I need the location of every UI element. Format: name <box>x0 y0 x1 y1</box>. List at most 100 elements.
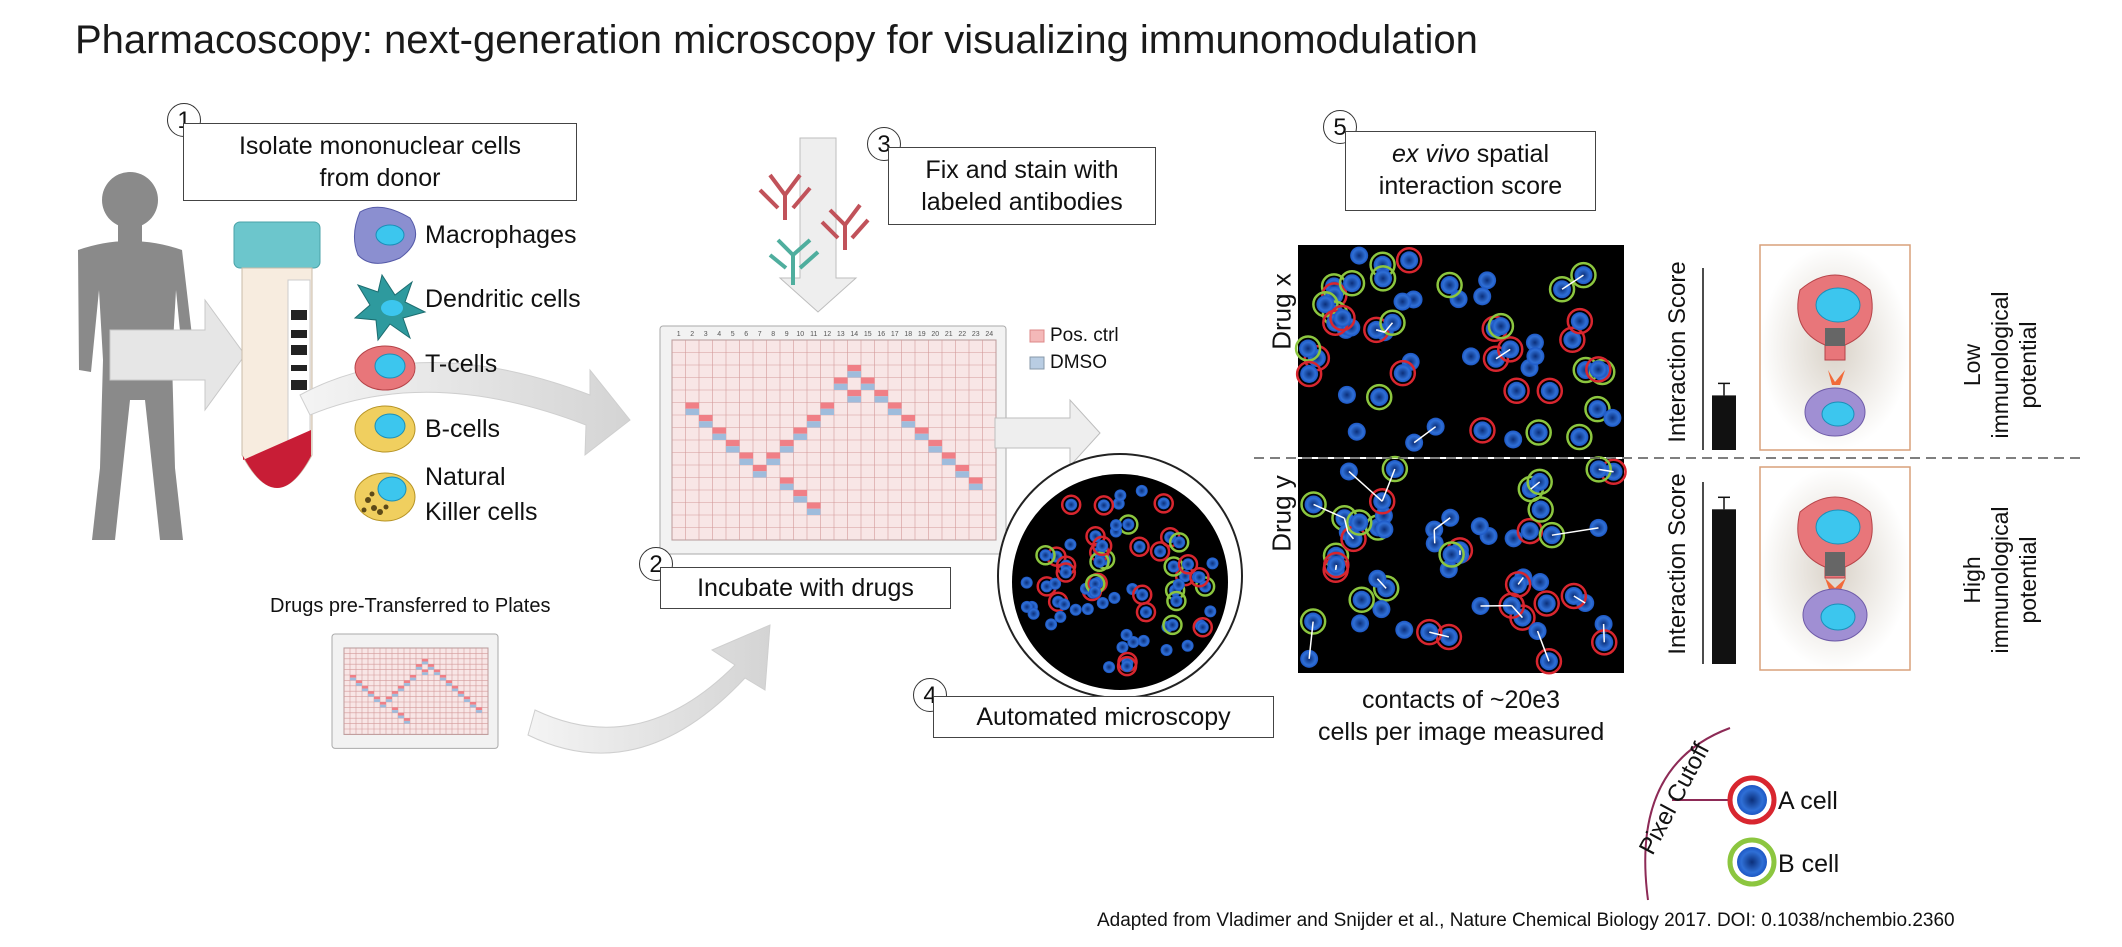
plate-column-number: 11 <box>810 331 817 338</box>
interaction-score-label-y: Interaction Score <box>1664 473 1691 655</box>
dmso-well <box>422 661 428 665</box>
pos-ctrl-well <box>362 685 368 689</box>
cell-nucleus <box>1097 499 1110 512</box>
pos-ctrl-well <box>847 390 861 397</box>
dmso-well <box>847 396 861 403</box>
cell-nucleus <box>1206 557 1219 570</box>
pos-ctrl-well <box>392 707 398 711</box>
b-cell-ring <box>1035 544 1056 566</box>
dmso-well <box>928 446 942 453</box>
interaction-bar-x <box>1712 395 1736 450</box>
pos-ctrl-well <box>685 402 699 409</box>
b-cell-ring <box>1338 269 1366 297</box>
cell-nucleus <box>1103 661 1116 674</box>
cell-nucleus <box>1135 484 1148 497</box>
cell-nucleus <box>1166 618 1179 631</box>
cell-nucleus <box>1137 634 1150 647</box>
low-potential-label: Low immunological potential <box>1958 260 2042 470</box>
cell-nucleus <box>1160 643 1173 656</box>
cell-nucleus <box>1372 600 1391 619</box>
a-cell-ring <box>1093 495 1115 516</box>
cell-nucleus <box>1196 621 1209 634</box>
cell-nucleus <box>1108 591 1121 604</box>
t-cell-icon <box>354 345 416 391</box>
step-1-box: Isolate mononuclear cells from donor <box>183 123 577 201</box>
contact-link <box>1308 621 1314 659</box>
pos-ctrl-well <box>404 680 410 684</box>
plate-column-number: 19 <box>918 331 926 338</box>
pos-ctrl-well <box>753 465 767 472</box>
pos-ctrl-well <box>380 702 386 705</box>
dmso-well <box>739 458 753 465</box>
plate-column-number: 4 <box>717 331 721 338</box>
cell-nucleus <box>1525 333 1544 352</box>
cell-nucleus <box>1449 290 1468 309</box>
cell-nucleus <box>1537 594 1556 613</box>
b-cell-ring <box>1584 395 1611 423</box>
dmso-well <box>820 408 834 415</box>
pos-ctrl-well <box>374 696 380 700</box>
b-cell-ring <box>1300 491 1327 518</box>
drugs-plate-label: Drugs pre-Transferred to Plates <box>270 595 551 617</box>
a-cell-label: A cell <box>1778 787 1838 815</box>
dmso-well <box>362 688 368 692</box>
plate-column-number: 22 <box>958 331 966 338</box>
cell-nucleus <box>1064 538 1077 551</box>
cell-nucleus <box>1093 555 1106 568</box>
cell-nucleus <box>1442 545 1461 564</box>
dmso-well <box>807 508 821 515</box>
plate-column-number: 14 <box>850 331 858 338</box>
contact-link <box>1413 426 1437 444</box>
cell-nucleus <box>1136 588 1149 601</box>
dmso-well <box>440 677 446 681</box>
cell-nucleus <box>1088 585 1101 598</box>
contact-link <box>1530 481 1541 490</box>
pos-ctrl-well <box>422 669 428 673</box>
contacts-line1: contacts of ~20e3 <box>1362 686 1561 714</box>
cell-nucleus <box>1375 520 1394 539</box>
contact-link <box>1602 623 1606 643</box>
dmso-well <box>464 699 470 702</box>
cell-nucleus <box>1352 590 1371 609</box>
contact-link <box>1429 631 1450 638</box>
b-cell-ring <box>1436 271 1463 299</box>
dmso-well <box>446 683 452 686</box>
b-cell-ring <box>1525 419 1552 446</box>
pos-ctrl-well <box>398 685 404 689</box>
contacts-line2: cells per image measured <box>1318 718 1605 746</box>
b-cell-ring <box>1527 496 1554 523</box>
a-cell-ring <box>1416 618 1443 646</box>
cell-nucleus <box>1440 276 1459 295</box>
pos-ctrl-well <box>476 707 482 711</box>
cell-label-nk-line2: Killer cells <box>425 498 538 526</box>
b-cell-ring <box>1089 551 1110 573</box>
dmso-well <box>726 446 740 453</box>
cell-nucleus <box>1069 603 1082 616</box>
contact-link <box>1384 322 1394 333</box>
cell-nucleus <box>1039 549 1052 562</box>
pos-ctrl-well <box>793 490 807 497</box>
drug-transfer-plate <box>331 633 499 749</box>
step-1-label-line2: from donor <box>319 164 441 192</box>
cell-nucleus <box>1603 408 1622 427</box>
contact-link <box>1343 518 1349 533</box>
b-cell-icon <box>354 405 416 453</box>
high-potential-line1: High <box>1959 556 1985 604</box>
cell-nucleus <box>1343 274 1362 293</box>
dmso-well <box>434 672 440 675</box>
donor-arrow <box>109 298 246 412</box>
dmso-well <box>969 483 983 490</box>
b-cell-ring <box>1294 335 1322 362</box>
pos-ctrl-well <box>820 402 834 409</box>
cell-nucleus <box>1054 610 1067 623</box>
b-cell-ring <box>1348 586 1375 614</box>
cell-nucleus <box>1199 580 1212 593</box>
plate-column-number: 5 <box>731 331 735 338</box>
cell-nucleus <box>1393 292 1412 311</box>
cell-nucleus <box>1373 255 1392 274</box>
pos-ctrl-well <box>386 696 392 700</box>
cell-nucleus <box>1020 576 1033 589</box>
ex-vivo-italic: ex vivo <box>1391 140 1470 168</box>
a-cell-ring <box>1533 590 1560 617</box>
pos-ctrl-well <box>428 664 434 667</box>
